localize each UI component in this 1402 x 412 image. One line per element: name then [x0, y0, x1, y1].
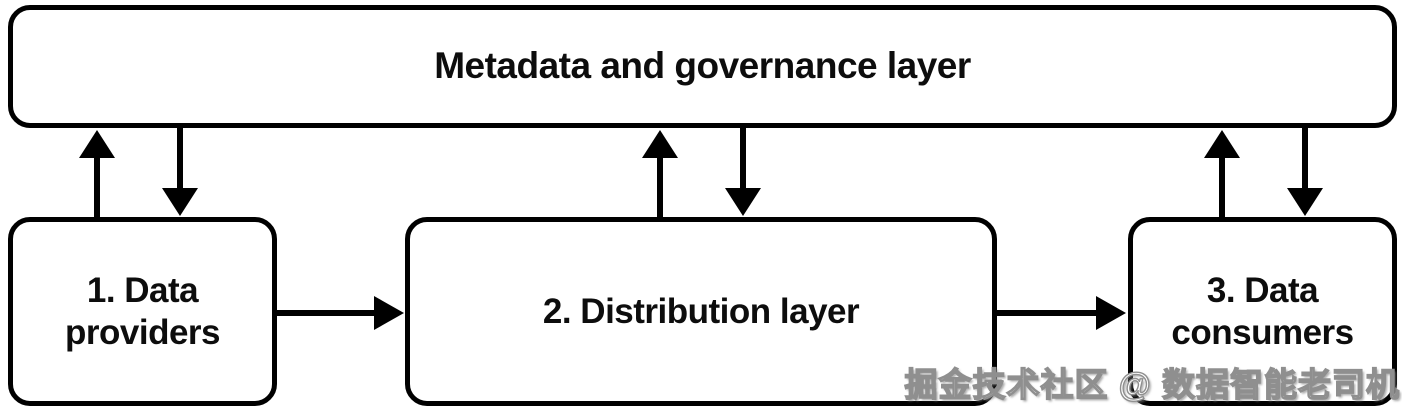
- arrow-down-icon: [162, 188, 198, 216]
- metadata-governance-layer-box: Metadata and governance layer: [8, 5, 1397, 128]
- arrow-providers-to-metadata-shaft: [94, 154, 100, 217]
- arrow-distribution-to-consumers-shaft: [996, 310, 1098, 316]
- arrow-right-icon: [374, 296, 404, 330]
- arrow-consumers-to-metadata-shaft: [1219, 154, 1225, 217]
- arrow-metadata-to-providers-shaft: [177, 126, 183, 190]
- arrow-down-icon: [725, 188, 761, 216]
- arrow-up-icon: [642, 130, 678, 158]
- arrow-distribution-to-metadata-shaft: [657, 154, 663, 217]
- arrow-down-icon: [1287, 188, 1323, 216]
- metadata-governance-layer-label: Metadata and governance layer: [434, 45, 971, 87]
- arrow-metadata-to-distribution-shaft: [740, 126, 746, 190]
- arrow-metadata-to-consumers-shaft: [1302, 126, 1308, 190]
- data-consumers-label: 3. Data consumers: [1171, 270, 1354, 352]
- arrow-providers-to-distribution-shaft: [276, 310, 376, 316]
- watermark-text: 掘金技术社区 @ 数据智能老司机: [904, 365, 1400, 403]
- arrow-up-icon: [1204, 130, 1240, 158]
- distribution-layer-box: 2. Distribution layer: [405, 217, 997, 406]
- data-providers-label: 1. Data providers: [65, 270, 221, 352]
- arrow-right-icon: [1096, 296, 1126, 330]
- data-providers-box: 1. Data providers: [8, 217, 277, 406]
- distribution-layer-label: 2. Distribution layer: [542, 291, 860, 331]
- data-consumers-box: 3. Data consumers: [1128, 217, 1397, 406]
- arrow-up-icon: [79, 130, 115, 158]
